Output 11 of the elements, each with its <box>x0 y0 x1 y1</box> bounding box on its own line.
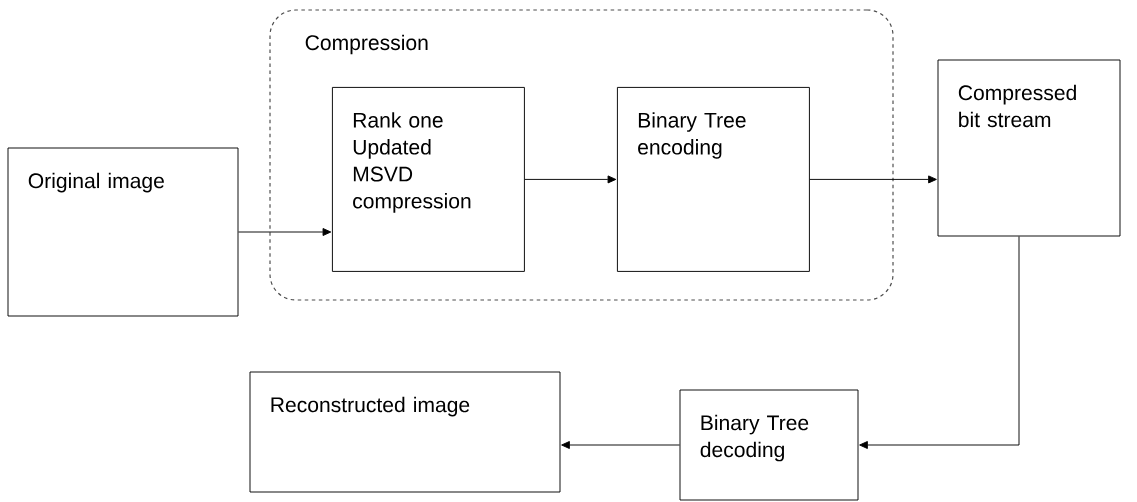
process-box: Binary Tree decoding <box>679 389 859 501</box>
process-box: Binary Tree encoding <box>616 86 810 272</box>
process-box: Original image <box>7 147 239 317</box>
process-box: Compressed bit stream <box>937 59 1121 237</box>
arrow <box>859 236 1020 449</box>
arrow <box>809 175 937 184</box>
arrow <box>238 228 332 236</box>
arrow <box>524 175 617 184</box>
arrow <box>561 441 680 449</box>
process-box: Reconstructed image <box>249 371 561 493</box>
process-box: Rank one Updated MSVD compression <box>331 86 525 272</box>
